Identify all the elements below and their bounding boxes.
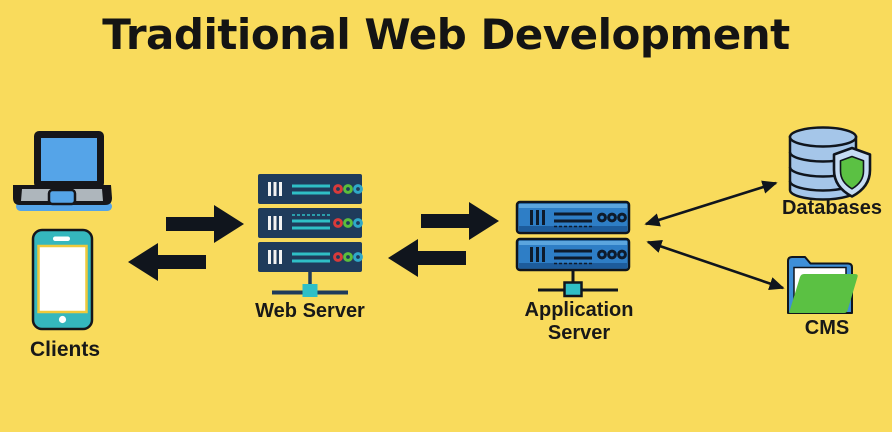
database-shield-icon: [788, 126, 872, 201]
smartphone-icon: [31, 228, 94, 331]
web-server-icon: [258, 174, 363, 297]
shield-icon: [832, 146, 872, 198]
arrow-webserver-to-appserver: [421, 202, 499, 240]
server-unit: [258, 174, 363, 204]
server-unit: [258, 242, 363, 272]
page-title: Traditional Web Development: [102, 10, 790, 59]
clients-label: Clients: [29, 338, 100, 361]
arrow-appserver-databases: [644, 180, 778, 227]
arrow-clients-to-webserver: [166, 205, 244, 243]
server-unit: [515, 200, 631, 235]
server-unit: [515, 237, 631, 272]
cms-label: CMS: [804, 317, 850, 339]
application-server-label: Application Server: [524, 299, 634, 344]
laptop-icon: [13, 131, 112, 211]
arrow-appserver-to-webserver: [388, 239, 466, 277]
databases-label: Databases: [781, 197, 883, 219]
server-unit: [258, 208, 363, 238]
arrow-webserver-to-clients: [128, 243, 206, 281]
web-server-label: Web Server: [255, 300, 365, 322]
application-server-icon: [515, 200, 631, 298]
open-folder-icon: [787, 256, 858, 314]
arrow-appserver-cms: [646, 239, 785, 291]
